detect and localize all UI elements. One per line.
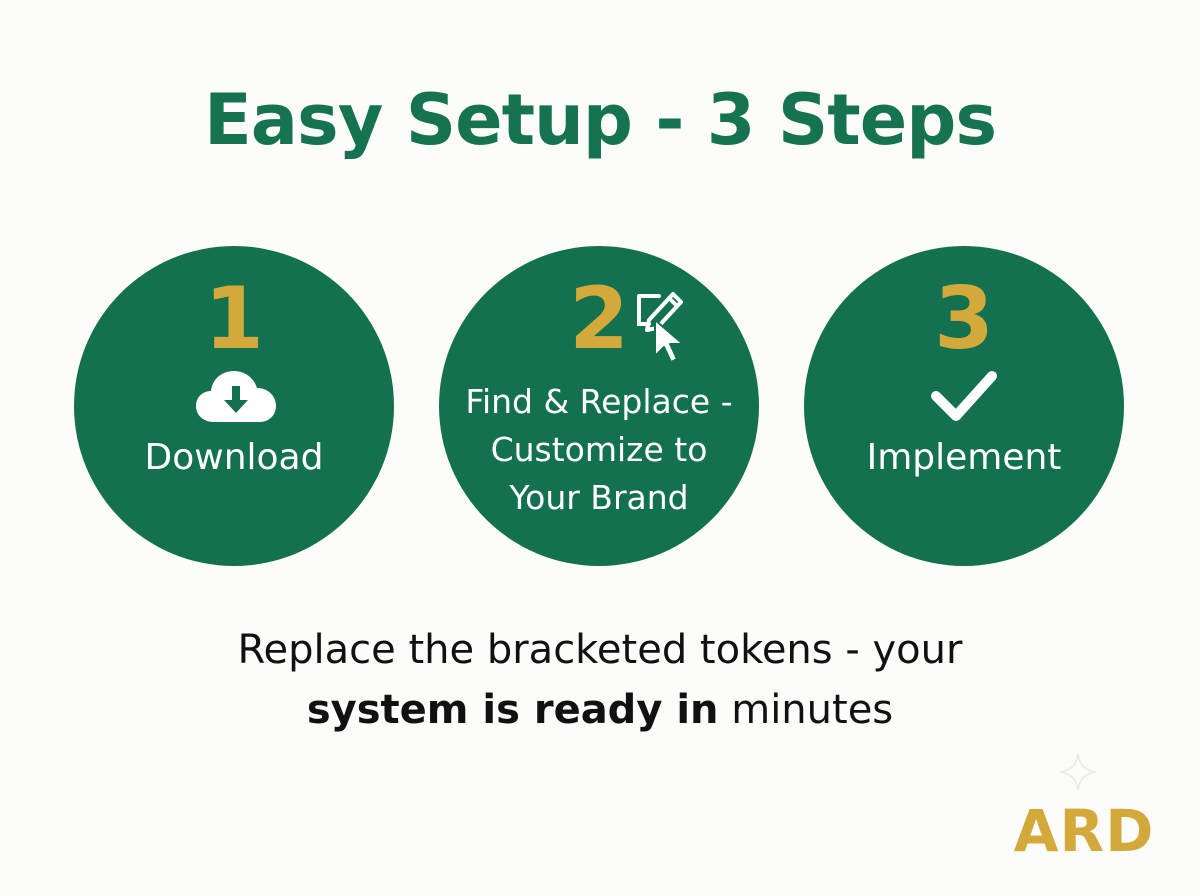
caption-line-2: system is ready in minutes (0, 680, 1200, 740)
sparkle-icon (1059, 753, 1097, 791)
step-2-number: 2 (569, 269, 629, 369)
edit-cursor-icon (637, 292, 684, 363)
caption-rest-text: minutes (718, 687, 894, 733)
brand-logo: ARD (1013, 797, 1155, 865)
step-3-label: Implement (866, 437, 1062, 478)
page-title: Easy Setup - 3 Steps (203, 79, 997, 161)
step-2-label: Find & Replace - Customize to Your Brand (439, 378, 759, 522)
step-1-number: 1 (204, 269, 264, 369)
step-3-circle: 3 Implement (804, 246, 1124, 566)
caption-line-1: Replace the bracketed tokens - your (237, 627, 963, 673)
step-2-label-line-1: Find & Replace - (465, 382, 733, 421)
cloud-download-icon (196, 371, 276, 422)
step-1-label: Download (144, 437, 324, 478)
caption: Replace the bracketed tokens - your syst… (0, 620, 1200, 740)
step-2-label-line-2: Customize to (490, 430, 708, 469)
caption-bold-text: system is ready in (306, 687, 719, 733)
step-1-circle: 1 Download (74, 246, 394, 566)
step-2-circle: 2 Find & Replace - Customize to Your Bra… (439, 246, 759, 566)
step-2-label-line-3: Your Brand (509, 478, 689, 517)
step-3-number: 3 (934, 269, 994, 369)
checkmark-icon (931, 371, 997, 421)
